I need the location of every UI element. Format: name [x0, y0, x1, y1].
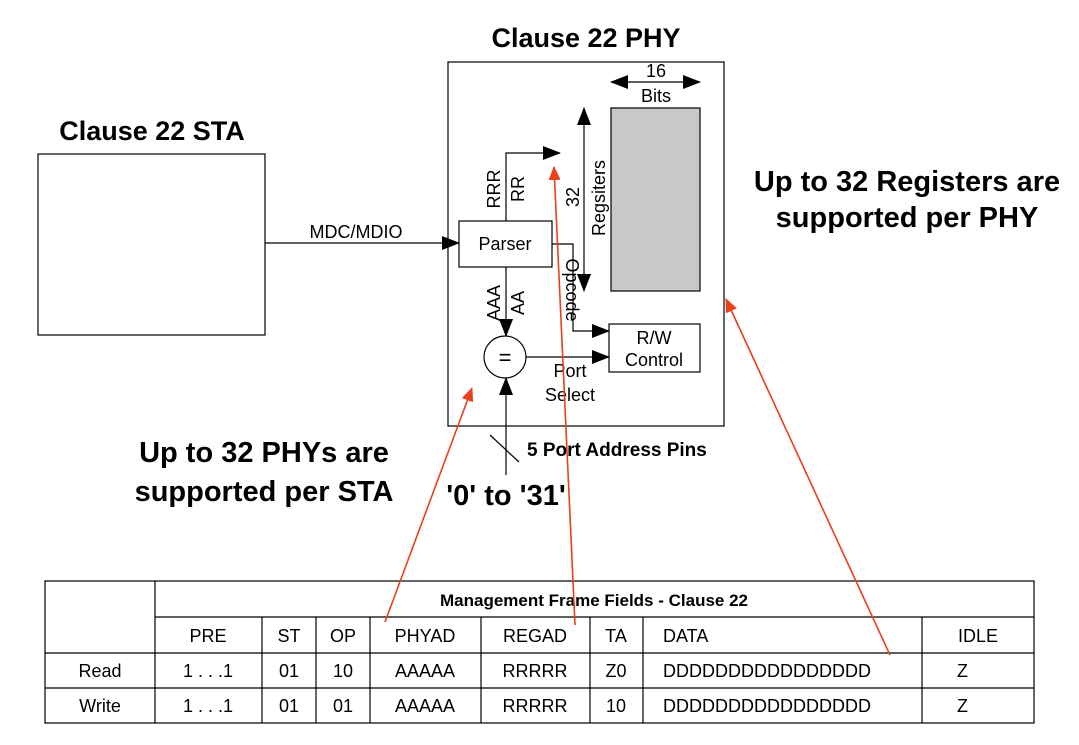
phy-title: Clause 22 PHY — [491, 23, 680, 53]
table-cell: AAAAA — [395, 696, 455, 716]
rr-label: RR — [508, 176, 528, 202]
rw-control-line1: R/W — [637, 328, 672, 348]
table-cell: Z — [957, 696, 968, 716]
table-cell: RRRRR — [503, 696, 568, 716]
mdc-mdio-label: MDC/MDIO — [310, 222, 403, 242]
comparator-symbol: = — [499, 345, 512, 370]
address-range-label: '0' to '31' — [446, 480, 565, 512]
registers-label: Regsiters — [589, 160, 609, 236]
note-phys-line2: supported per STA — [135, 476, 394, 508]
rrr-label: RRR — [484, 170, 504, 209]
regad-annotation-arrow — [548, 166, 576, 626]
aaa-label: AAA — [484, 285, 504, 321]
table-cell: 1 . . .1 — [183, 696, 233, 716]
note-registers-line2: supported per PHY — [776, 202, 1039, 234]
table-cell: RRRRR — [503, 661, 568, 681]
header-regad: REGAD — [503, 626, 567, 646]
table-cell: 01 — [279, 696, 299, 716]
row-write-label: Write — [79, 696, 121, 716]
table-cell: Z — [957, 661, 968, 681]
table-cell: 01 — [279, 661, 299, 681]
table-cell: Z0 — [605, 661, 626, 681]
header-ta: TA — [605, 626, 627, 646]
table-cell: DDDDDDDDDDDDDDDD — [663, 661, 871, 681]
aa-label: AA — [508, 291, 528, 315]
rw-control-box — [608, 323, 701, 373]
port-select-line2: Select — [545, 385, 595, 405]
row-read-label: Read — [78, 661, 121, 681]
registers-count: 32 — [563, 187, 583, 207]
table-caption: Management Frame Fields - Clause 22 — [440, 591, 748, 610]
note-phys-line1: Up to 32 PHYs are — [139, 437, 389, 469]
header-idle: IDLE — [958, 626, 998, 646]
table-cell: AAAAA — [395, 661, 455, 681]
header-phyad: PHYAD — [395, 626, 456, 646]
sta-box — [37, 153, 266, 336]
table-cell: 10 — [606, 696, 626, 716]
header-data: DATA — [663, 626, 708, 646]
frame-fields-table — [44, 580, 1035, 724]
register-address-arrow — [505, 146, 561, 221]
table-cell: 1 . . .1 — [183, 661, 233, 681]
table-cell: 01 — [333, 696, 353, 716]
data-annotation-arrow — [725, 298, 891, 656]
header-op: OP — [330, 626, 356, 646]
table-cell: DDDDDDDDDDDDDDDD — [663, 696, 871, 716]
bus-slash — [489, 434, 520, 463]
rw-control-line2: Control — [625, 350, 683, 370]
sta-title: Clause 22 STA — [59, 116, 245, 146]
note-registers-line1: Up to 32 Registers are — [754, 166, 1060, 198]
opcode-label: Opcode — [562, 258, 582, 321]
header-st: ST — [277, 626, 300, 646]
header-pre: PRE — [189, 626, 226, 646]
bits-count: 16 — [646, 61, 666, 81]
register-block — [610, 107, 701, 292]
port-pins-label: 5 Port Address Pins — [527, 440, 707, 461]
parser-label: Parser — [478, 234, 531, 254]
port-select-line1: Port — [553, 361, 586, 381]
table-cell: 10 — [333, 661, 353, 681]
phyad-annotation-arrow — [384, 387, 474, 623]
bits-label: Bits — [641, 86, 671, 106]
opcode-arrow — [552, 243, 610, 338]
